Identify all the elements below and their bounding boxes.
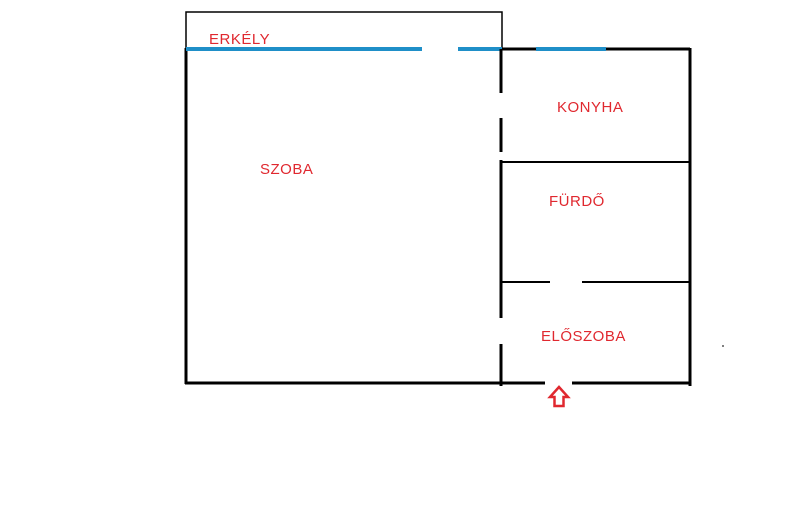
label-eloszoba: ELŐSZOBA [541, 328, 626, 345]
label-szoba: SZOBA [260, 161, 313, 178]
arrow-up-icon [547, 385, 571, 408]
label-erkely: ERKÉLY [209, 31, 270, 48]
label-furdo: FÜRDŐ [549, 192, 605, 210]
label-konyha: KONYHA [557, 99, 623, 116]
balcony-outline [185, 11, 503, 49]
